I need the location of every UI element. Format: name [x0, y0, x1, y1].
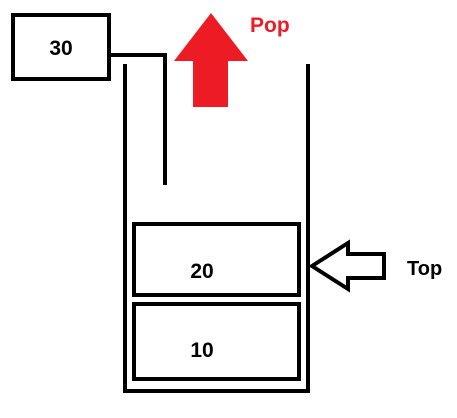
stack-item-top [132, 222, 301, 297]
popped-element-value: 30 [49, 37, 72, 60]
top-pointer-arrow-icon [308, 239, 386, 293]
stack-item-value: 20 [190, 260, 213, 283]
pop-arrow-icon [174, 13, 248, 107]
pop-path-line [109, 53, 167, 185]
top-label: Top [407, 258, 442, 280]
popped-element-box [11, 13, 111, 81]
stack-item-bottom [132, 302, 301, 381]
stack-container [123, 64, 310, 393]
pop-label: Pop [250, 14, 290, 37]
stack-item-value: 10 [190, 339, 213, 362]
